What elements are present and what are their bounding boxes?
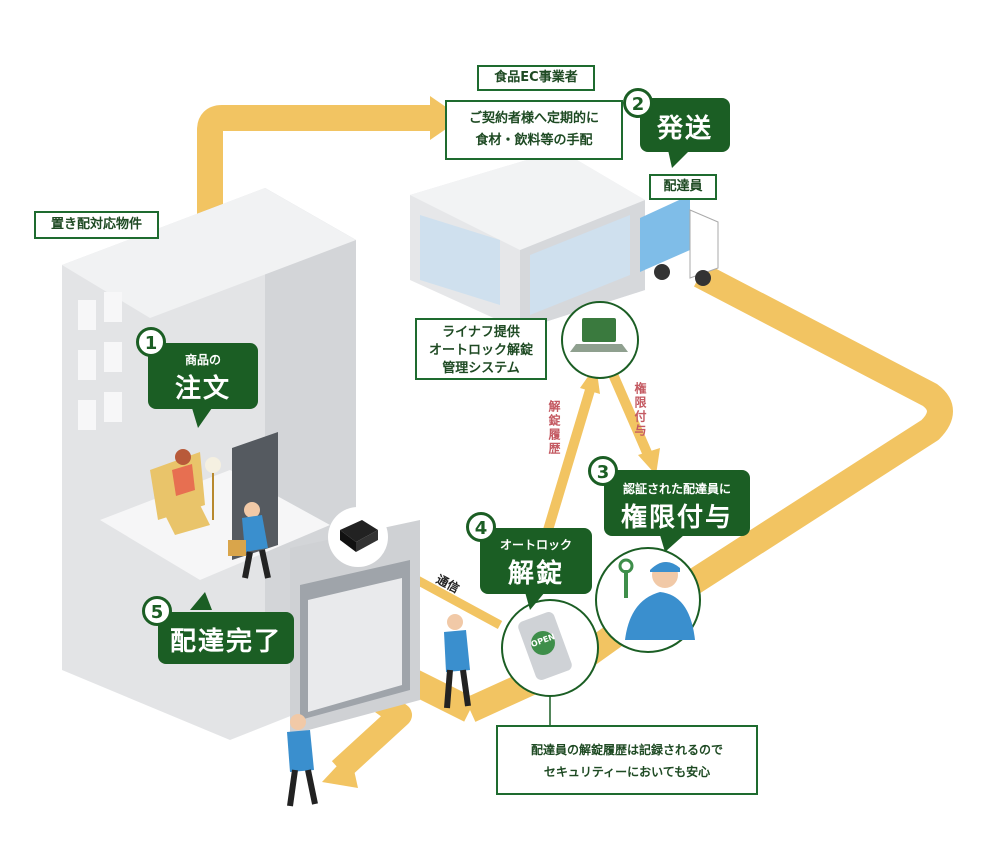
system-line1: ライナフ提供 xyxy=(442,325,520,340)
security-note-box: 配達員の解錠履歴は記録されるので セキュリティーにおいても安心 xyxy=(496,725,758,795)
shipping-path xyxy=(464,263,953,722)
system-label-box: ライナフ提供 オートロック解錠 管理システム xyxy=(415,318,547,380)
order-path xyxy=(197,105,430,360)
unlock-history-label: 解錠履歴 xyxy=(547,400,561,456)
system-line2: オートロック解錠 xyxy=(428,343,533,358)
callout-3-tail xyxy=(660,535,684,552)
step-3-number: 3 xyxy=(588,456,618,486)
staff-figure-entrance xyxy=(444,614,471,709)
step-2-title: 発送 xyxy=(656,114,713,144)
phone-illustration xyxy=(501,599,599,697)
system-line3: 管理システム xyxy=(442,361,520,376)
callout-1-tail xyxy=(192,408,212,428)
exit-arrow-head xyxy=(322,752,358,788)
note-line1: 配達員の解錠履歴は記録されるので xyxy=(530,743,723,757)
step-5-number: 5 xyxy=(142,596,172,626)
staff-figure-exit xyxy=(287,714,318,807)
history-path xyxy=(543,388,595,532)
staff-key-illustration xyxy=(595,547,701,653)
ec-company-label: 食品EC事業者 xyxy=(477,65,595,91)
callout-2-tail xyxy=(668,150,690,168)
note-line2: セキュリティーにおいても安心 xyxy=(543,765,711,779)
step-3-small: 認証された配達員に xyxy=(622,482,731,496)
step-1-small: 商品の xyxy=(184,353,221,367)
staff-figure-balcony xyxy=(228,502,271,579)
callout-4-tail xyxy=(525,592,545,610)
ec-desc-line1: ご契約者様へ定期的に xyxy=(468,111,599,126)
laptop-illustration xyxy=(561,301,639,379)
step-1-number: 1 xyxy=(136,327,166,357)
step-1-title: 注文 xyxy=(174,374,231,404)
grant-arrow-head xyxy=(638,448,660,475)
step-4-callout: オートロック 解錠 xyxy=(480,528,592,594)
grant-path xyxy=(607,370,653,457)
delivery-truck xyxy=(640,195,719,286)
step-2-callout: 発送 xyxy=(640,98,730,152)
step-5-title: 配達完了 xyxy=(169,627,282,657)
step-3-title: 権限付与 xyxy=(620,503,733,533)
step-5-callout: 配達完了 xyxy=(158,612,294,664)
ec-warehouse xyxy=(410,150,645,330)
ec-description-box: ご契約者様へ定期的に 食材・飲料等の手配 xyxy=(445,100,623,160)
step-4-number: 4 xyxy=(466,512,496,542)
step-4-small: オートロック xyxy=(499,538,572,552)
step-1-callout: 商品の 注文 xyxy=(148,343,258,409)
property-label: 置き配対応物件 xyxy=(34,211,159,239)
ec-desc-line2: 食材・飲料等の手配 xyxy=(475,133,593,148)
step-4-title: 解錠 xyxy=(507,559,564,589)
delivery-staff-label: 配達員 xyxy=(649,174,717,200)
customer-illustration xyxy=(150,449,221,535)
callout-5-tail xyxy=(190,592,212,610)
step-2-number: 2 xyxy=(623,88,653,118)
grant-permission-label: 権限付与 xyxy=(633,382,647,438)
step-3-callout: 認証された配達員に 権限付与 xyxy=(604,470,750,536)
router-device xyxy=(328,507,388,567)
